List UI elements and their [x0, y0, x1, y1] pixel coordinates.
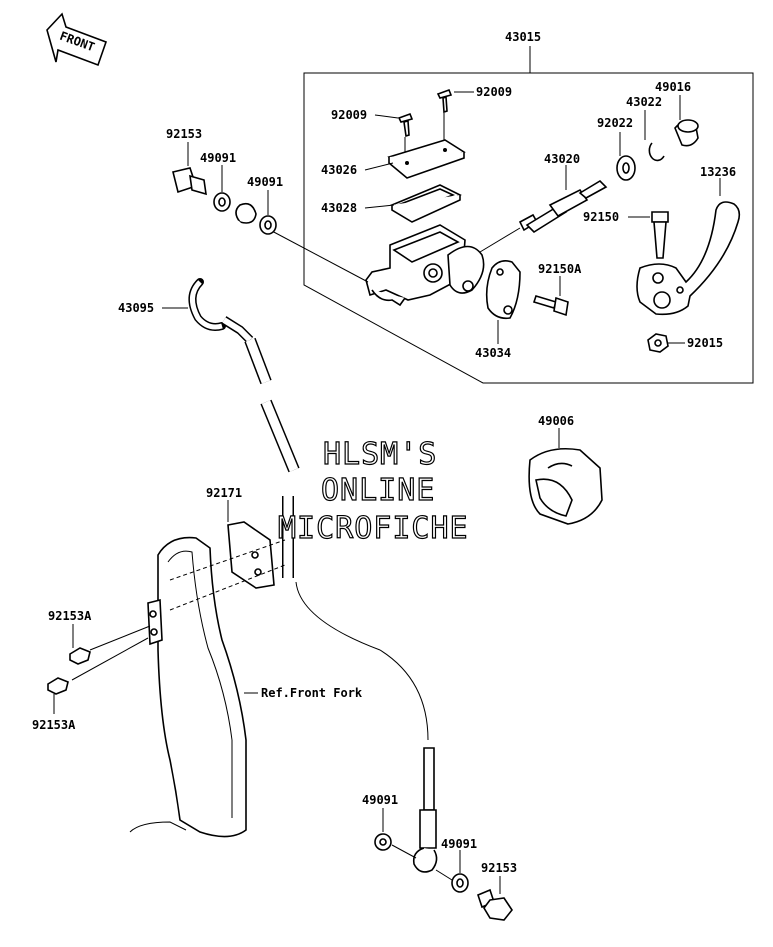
label-92150: 92150: [583, 210, 619, 224]
watermark-line3: MICROFICHE: [278, 511, 469, 546]
brake-hose-43095: [188, 202, 438, 873]
clamp-43034: [485, 260, 521, 320]
label-43095: 43095: [118, 301, 154, 315]
label-49091-d: 49091: [441, 837, 477, 851]
bolt-92153A-lower: [47, 677, 69, 695]
screw-92009-left: [397, 112, 414, 138]
label-92015: 92015: [687, 336, 723, 350]
label-92009-right: 92009: [476, 85, 512, 99]
label-43028: 43028: [321, 201, 357, 215]
watermark-line1: HLSM'S: [323, 437, 437, 472]
front-fork: [129, 536, 247, 838]
label-43022: 43022: [626, 95, 662, 109]
bolt-92150: [651, 211, 669, 259]
label-92171: 92171: [206, 486, 242, 500]
nut-92015: [647, 333, 669, 353]
label-49091-a: 49091: [200, 151, 236, 165]
label-13236: 13236: [700, 165, 736, 179]
circlip-43022: [648, 142, 665, 162]
boot-49016: [674, 119, 699, 147]
master-cylinder-body: [365, 224, 485, 307]
piston-43020: [518, 179, 608, 234]
front-arrow-icon: FRONT: [46, 12, 108, 67]
watermark: HLSM'S ONLINE MICROFICHE: [277, 436, 469, 546]
diaphragm-43028: [390, 184, 462, 223]
bolt-92150A: [532, 295, 569, 317]
label-92150A: 92150A: [538, 262, 582, 276]
label-43015: 43015: [505, 30, 541, 44]
label-49091-c: 49091: [362, 793, 398, 807]
banjo-bolt-92153-top: [172, 167, 207, 196]
lever-13236: [636, 201, 741, 316]
hose-clamp-92171: [227, 521, 275, 589]
watermark-line2: ONLINE: [321, 473, 435, 508]
label-92153A-upper: 92153A: [48, 609, 92, 623]
label-92153A-lower: 92153A: [32, 718, 76, 732]
label-43034: 43034: [475, 346, 511, 360]
label-92022: 92022: [597, 116, 633, 130]
label-ref-front-fork: Ref.Front Fork: [261, 686, 363, 700]
reservoir-cap-43026: [387, 139, 466, 179]
label-92009-left: 92009: [331, 108, 367, 122]
label-49006: 49006: [538, 414, 574, 428]
label-92153-bottom: 92153: [481, 861, 517, 875]
banjo-bolt-92153-bottom: [477, 888, 513, 921]
label-43026: 43026: [321, 163, 357, 177]
assembly-box-43015: [303, 46, 754, 384]
label-43020: 43020: [544, 152, 580, 166]
switch-49006: [528, 447, 603, 525]
label-49016: 49016: [655, 80, 691, 94]
label-49091-b: 49091: [247, 175, 283, 189]
bolt-92153A-upper: [69, 647, 91, 665]
screw-92009-right: [436, 88, 453, 114]
label-92153-top: 92153: [166, 127, 202, 141]
